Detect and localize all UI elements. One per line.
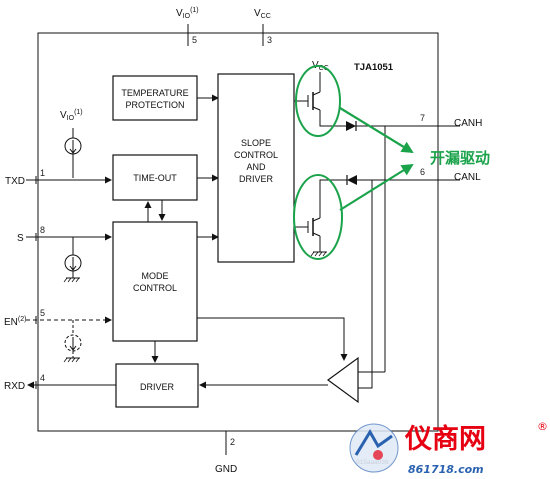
svg-text:7: 7: [420, 113, 425, 123]
svg-text:CANH: CANH: [454, 118, 482, 129]
svg-text:6: 6: [420, 167, 425, 177]
svg-text:PROTECTION: PROTECTION: [125, 100, 184, 110]
rxd-pin: RXD 4: [4, 373, 116, 392]
svg-text:CANL: CANL: [454, 172, 481, 183]
canh-pin: 7 CANH: [420, 113, 482, 129]
pin-number-vio: 5: [192, 35, 197, 45]
svg-text:MODE: MODE: [142, 271, 169, 281]
svg-text:DRIVER: DRIVER: [239, 174, 274, 184]
diode-icon: [346, 121, 357, 131]
svg-text:仪商网: 仪商网: [404, 424, 486, 455]
vio-current-source: VIO(1): [60, 109, 83, 178]
svg-text:CONTROL: CONTROL: [133, 283, 177, 293]
watermark: 仪商网 ® 861718.com: [349, 420, 548, 476]
svg-text:DRIVER: DRIVER: [140, 382, 175, 392]
svg-text:TXD: TXD: [5, 176, 25, 187]
svg-text:VIO(1): VIO(1): [60, 109, 83, 122]
svg-text:RXD: RXD: [4, 381, 25, 392]
temperature-protection-block: TEMPERATURE PROTECTION: [112, 75, 198, 121]
svg-text:AND: AND: [246, 162, 266, 172]
chip-outline: [37, 32, 439, 432]
svg-text:TIME-OUT: TIME-OUT: [133, 173, 177, 183]
svg-text:4: 4: [40, 373, 45, 383]
svg-text:861718.com: 861718.com: [408, 463, 484, 476]
open-drain-annotation: 开漏驱动: [293, 65, 490, 260]
slope-control-driver-block: SLOPE CONTROL AND DRIVER: [217, 73, 295, 263]
svg-text:8: 8: [40, 225, 45, 235]
svg-text:TEMPERATURE: TEMPERATURE: [121, 88, 188, 98]
driver-block: DRIVER: [115, 363, 199, 408]
txd-pin: TXD 1: [5, 168, 112, 187]
comparator-icon: [326, 356, 359, 404]
gnd-pin: 2 GND: [215, 431, 237, 475]
svg-text:5: 5: [40, 308, 45, 318]
ground-icon: [310, 251, 327, 257]
svg-text:CONTROL: CONTROL: [234, 150, 278, 160]
open-drain-label: 开漏驱动: [430, 149, 490, 167]
svg-text:1: 1: [40, 168, 45, 178]
transistor-icon: [307, 217, 321, 237]
en-pin: EN(2) 5: [4, 308, 112, 363]
time-out-block: TIME-OUT: [112, 154, 198, 201]
watermark-logo-icon: [349, 423, 399, 473]
vio-supply-pin: VIO(1) 5: [176, 7, 199, 46]
diode-icon: [346, 175, 357, 185]
ground-icon: [63, 357, 80, 363]
chip-part-number: TJA1051: [354, 62, 394, 73]
svg-text:VIO(1): VIO(1): [176, 7, 199, 20]
svg-text:®: ®: [537, 420, 548, 433]
svg-text:2: 2: [230, 437, 235, 447]
svg-text:SLOPE: SLOPE: [241, 138, 271, 148]
pin-number-vcc: 3: [267, 35, 272, 45]
vcc-supply-pin: VCC 3: [254, 8, 272, 46]
svg-text:S: S: [17, 233, 24, 244]
canl-pin: 6 CANL: [420, 167, 481, 183]
mode-control-block: MODE CONTROL: [112, 221, 198, 342]
svg-text:VCC: VCC: [254, 8, 271, 20]
canl-transistor: [294, 179, 347, 257]
s-pin: S 8: [17, 225, 112, 283]
transistor-icon: [307, 91, 321, 111]
svg-text:GND: GND: [215, 464, 237, 475]
ground-icon: [63, 277, 80, 283]
svg-text:EN(2): EN(2): [4, 316, 26, 328]
